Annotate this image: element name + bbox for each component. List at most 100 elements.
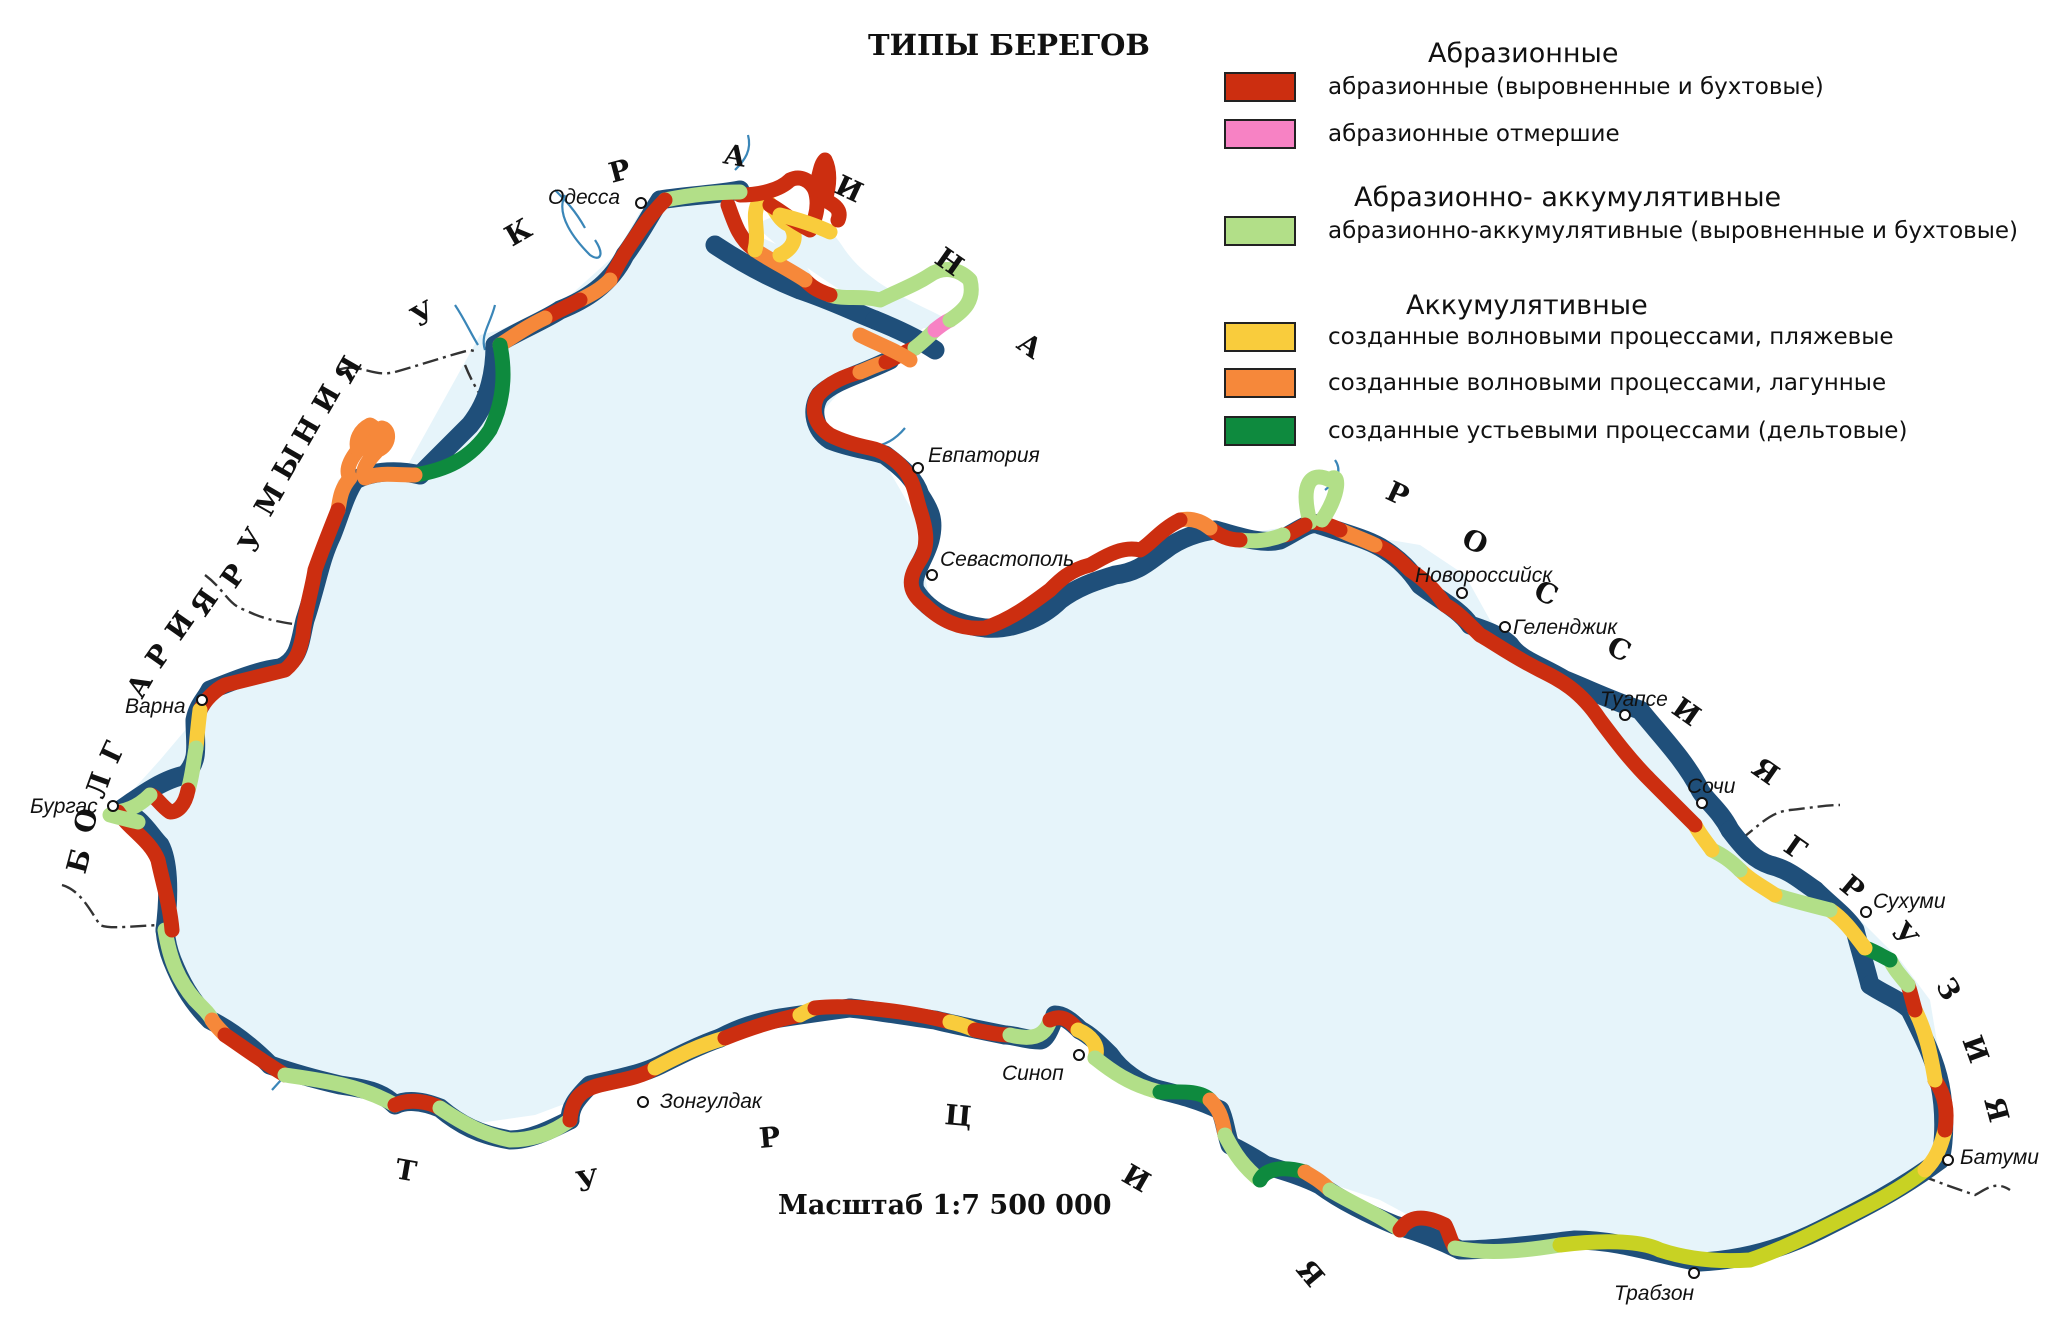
svg-text:У: У <box>573 1162 601 1198</box>
city-sukhumi: Сухуми <box>1860 890 1946 918</box>
legend-swatch <box>1224 368 1296 398</box>
legend-label: созданные волновыми процессами, пляжевые <box>1328 324 1894 350</box>
svg-text:Я: Я <box>1977 1093 2015 1125</box>
coast-segment <box>1322 1182 1408 1238</box>
coast-segment <box>807 152 847 228</box>
coast-segment <box>1367 537 1703 833</box>
map-scale: Масштаб 1:7 500 000 <box>778 1190 1112 1221</box>
svg-text:Р: Р <box>1381 474 1414 513</box>
cities: Одесса Евпатория Севастополь Новороссийс… <box>30 186 2039 1305</box>
city-novorossiysk: Новороссийск <box>1415 564 1553 599</box>
city-label: Синоп <box>1002 1062 1064 1085</box>
legend-item-beach: созданные волновыми процессами, пляжевые <box>1224 322 1894 352</box>
svg-text:И: И <box>305 379 347 418</box>
svg-text:Я: Я <box>327 351 368 389</box>
legend-heading-abrasion: Абразионные <box>1428 38 1619 69</box>
coast-segment <box>852 327 918 368</box>
svg-text:К: К <box>499 211 538 253</box>
svg-text:З: З <box>1929 972 1968 1006</box>
svg-text:Я: Я <box>1746 751 1785 792</box>
svg-text:И: И <box>1666 691 1707 733</box>
city-label: Варна <box>125 695 186 718</box>
city-label: Сухуми <box>1873 890 1946 913</box>
svg-text:И: И <box>1117 1157 1156 1199</box>
city-label: Трабзон <box>1614 1282 1695 1305</box>
city-label: Туапсе <box>1600 688 1668 711</box>
svg-text:Р: Р <box>214 558 253 594</box>
legend-heading-accumulative: Аккумулятивные <box>1406 290 1648 321</box>
city-gelendzhik: Геленджик <box>1499 616 1618 639</box>
svg-text:У: У <box>231 522 271 558</box>
svg-text:Н: Н <box>285 411 327 450</box>
city-label: Евпатория <box>928 444 1040 467</box>
city-sinop: Синоп <box>1002 1049 1085 1085</box>
city-label: Батуми <box>1960 1146 2039 1169</box>
legend-swatch <box>1224 216 1296 246</box>
city-trabzon: Трабзон <box>1614 1267 1700 1305</box>
legend-heading-abr-acc: Абразионно- аккумулятивные <box>1354 182 1782 213</box>
legend-item-abr-acc: абразионно-аккумулятивные (выровненные и… <box>1224 216 2018 246</box>
svg-text:Я: Я <box>184 583 225 622</box>
coast-segment <box>602 192 673 288</box>
svg-text:Р: Р <box>605 152 634 189</box>
coast-segment <box>772 207 838 240</box>
city-label: Новороссийск <box>1415 564 1553 587</box>
coast-segment <box>277 1067 403 1113</box>
coast-segment <box>1087 1050 1168 1100</box>
svg-text:У: У <box>405 294 441 334</box>
coast-segment <box>102 807 146 830</box>
coast-segment <box>806 364 1188 636</box>
svg-text:Р: Р <box>758 1120 782 1155</box>
svg-text:О: О <box>1457 521 1493 561</box>
coast-segment <box>1298 469 1345 530</box>
legend-item-abrasion-dead: абразионные отмершие <box>1224 119 1620 149</box>
svg-text:Г: Г <box>93 736 131 767</box>
city-label: Геленджик <box>1513 616 1618 639</box>
city-sevastopol: Севастополь <box>926 548 1074 581</box>
coast-segment <box>192 502 346 718</box>
city-batumi: Батуми <box>1942 1146 2039 1169</box>
city-tuapse: Туапсе <box>1600 688 1668 721</box>
coast-segment <box>807 999 958 1030</box>
coast-segment <box>657 184 748 208</box>
legend-swatch <box>1224 322 1296 352</box>
legend-swatch <box>1224 72 1296 102</box>
city-odessa: Одесса <box>548 186 647 209</box>
svg-text:Б: Б <box>60 845 98 877</box>
map-title: ТИПЫ БЕРЕГОВ <box>868 28 1150 62</box>
legend-label: созданные устьевыми процессами (дельтовы… <box>1328 418 1908 444</box>
svg-text:А: А <box>721 137 749 173</box>
legend-label: абразионные отмершие <box>1328 121 1620 147</box>
coast-segment <box>217 1027 293 1083</box>
coast-segment <box>1152 1084 1218 1108</box>
city-evpatoria: Евпатория <box>912 444 1040 474</box>
sea-of-azov <box>755 213 945 330</box>
legend-label: созданные волновыми процессами, лагунные <box>1328 370 1887 396</box>
city-label: Севастополь <box>940 548 1074 571</box>
svg-text:А: А <box>1011 326 1049 366</box>
legend-swatch <box>1224 416 1296 446</box>
svg-text:Я: Я <box>1290 1253 1331 1293</box>
svg-text:Ц: Ц <box>943 1098 973 1133</box>
svg-text:М: М <box>247 478 291 521</box>
city-varna: Варна <box>125 694 208 718</box>
svg-text:Т: Т <box>393 1152 419 1188</box>
legend-item-delta: созданные устьевыми процессами (дельтовы… <box>1224 416 1907 446</box>
legend-item-abrasion: абразионные (выровненные и бухтовые) <box>1224 72 1824 102</box>
coast-segment <box>432 1100 578 1148</box>
coast-segment <box>407 337 511 483</box>
city-zonguldak: Зонгулдак <box>637 1090 763 1113</box>
city-label: Одесса <box>548 186 620 209</box>
legend-item-lagoon: созданные волновыми процессами, лагунные <box>1224 368 1886 398</box>
svg-text:И: И <box>1955 1031 1995 1067</box>
coast-segment <box>349 417 390 458</box>
coast-segment <box>1552 1162 1933 1269</box>
coast-types <box>102 152 1954 1269</box>
city-label: Бургас <box>30 795 98 818</box>
legend-swatch <box>1224 119 1296 149</box>
city-label: Зонгулдак <box>660 1090 763 1113</box>
svg-text:У: У <box>1885 915 1925 954</box>
city-burgas: Бургас <box>30 795 119 818</box>
